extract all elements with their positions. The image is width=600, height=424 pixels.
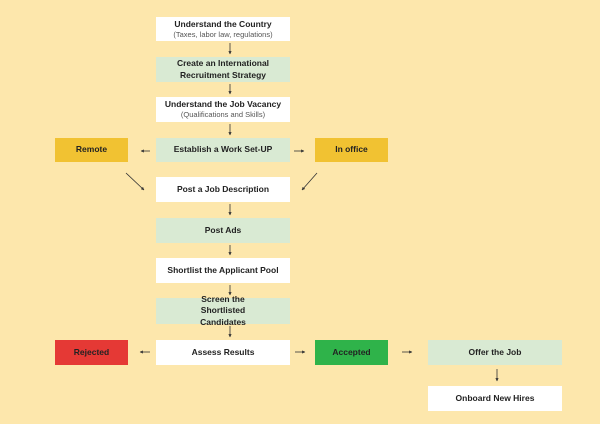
onboard-box: Onboard New Hires xyxy=(428,386,562,411)
post-ads-title: Post Ads xyxy=(204,224,242,235)
offer-job-box: Offer the Job xyxy=(428,340,562,365)
understand-country-box: Understand the Country (Taxes, labor law… xyxy=(156,17,290,41)
work-setup-box: Establish a Work Set-UP xyxy=(156,138,290,162)
post-description-box: Post a Job Description xyxy=(156,177,290,202)
understand-vacancy-box: Understand the Job Vacancy (Qualificatio… xyxy=(156,97,290,122)
understand-country-subtitle: (Taxes, labor law, regulations) xyxy=(173,29,273,39)
understand-vacancy-title: Understand the Job Vacancy xyxy=(164,99,282,110)
post-ads-box: Post Ads xyxy=(156,218,290,243)
understand-country-title: Understand the Country xyxy=(174,18,272,29)
shortlist-pool-box: Shortlist the Applicant Pool xyxy=(156,258,290,283)
create-strategy-box: Create an International Recruitment Stra… xyxy=(156,57,290,82)
arrow-remote-to-description xyxy=(125,172,145,191)
onboard-title: Onboard New Hires xyxy=(455,392,535,403)
assess-results-title: Assess Results xyxy=(191,346,255,357)
work-setup-title: Establish a Work Set-UP xyxy=(173,144,273,155)
remote-box: Remote xyxy=(55,138,128,162)
rejected-title: Rejected xyxy=(73,346,110,357)
remote-title: Remote xyxy=(75,144,108,155)
accepted-title: Accepted xyxy=(332,346,371,357)
in-office-box: In office xyxy=(315,138,388,162)
accepted-box: Accepted xyxy=(315,340,388,365)
understand-vacancy-subtitle: (Qualifications and Skills) xyxy=(180,110,266,120)
in-office-title: In office xyxy=(335,144,368,155)
rejected-box: Rejected xyxy=(55,340,128,365)
assess-results-box: Assess Results xyxy=(156,340,290,365)
post-description-title: Post a Job Description xyxy=(176,183,270,194)
create-strategy-title: Create an International Recruitment Stra… xyxy=(176,58,270,80)
screen-candidates-title: Screen the Shortlisted Candidates xyxy=(200,294,246,327)
screen-candidates-box: Screen the Shortlisted Candidates xyxy=(156,294,290,327)
shortlist-pool-title: Shortlist the Applicant Pool xyxy=(167,264,279,275)
arrow-office-to-description xyxy=(301,172,318,191)
offer-job-title: Offer the Job xyxy=(468,346,522,357)
